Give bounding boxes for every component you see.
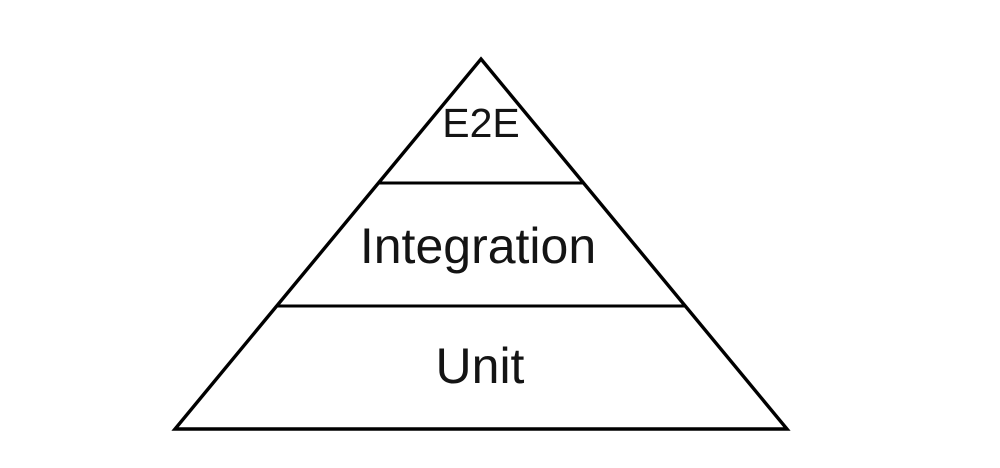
level-label-e2e: E2E xyxy=(442,100,520,146)
level-label-unit: Unit xyxy=(436,338,525,394)
level-label-integration: Integration xyxy=(360,218,596,274)
pyramid-outline-triangle xyxy=(171,56,791,431)
